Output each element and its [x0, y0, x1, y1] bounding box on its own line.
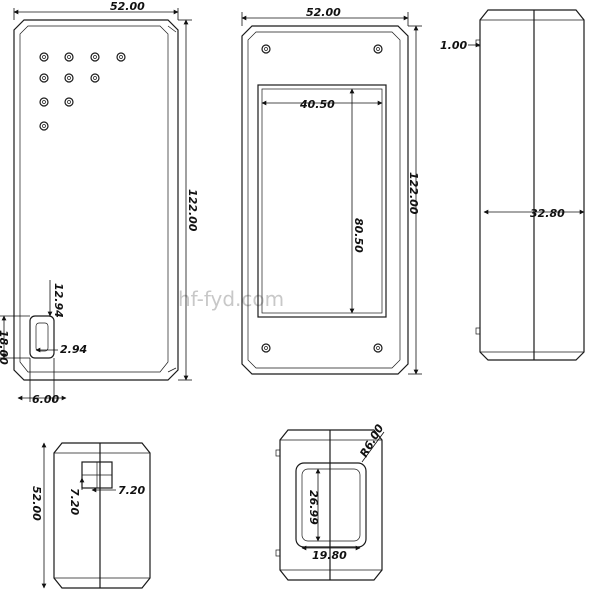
front-slot-width-dim: 6.00 [32, 393, 59, 406]
front-outer-outline [13, 19, 179, 381]
bottom-slot-height-dim: 7.20 [68, 488, 81, 515]
top-opening-width-dim: 19.80 [312, 549, 347, 562]
front-width-dim: 52.00 [110, 0, 145, 13]
bottom-slot-width-dim: 7.20 [118, 484, 145, 497]
back-outer-outline [241, 25, 409, 375]
bottom-outer-outline [53, 442, 151, 589]
back-height-dim: 122.00 [407, 172, 420, 215]
front-slot-height-dim: 18.00 [0, 330, 10, 365]
top-outer-outline [279, 429, 383, 581]
window-width-dim: 40.50 [299, 98, 335, 111]
side-depth-dim: 32.80 [530, 207, 565, 220]
window-height-dim: 80.50 [352, 218, 365, 253]
bottom-view: 52.00 7.20 7.20 [30, 442, 151, 589]
side-view: 1.00 32.80 [440, 9, 585, 361]
side-thickness-dim: 1.00 [440, 39, 467, 52]
button-holes [39, 52, 126, 131]
front-slot-inset-dim: 2.94 [60, 343, 87, 356]
side-outer-outline [479, 9, 585, 361]
bottom-width-dim: 52.00 [30, 486, 43, 521]
back-window [257, 84, 387, 318]
back-width-dim: 52.00 [306, 6, 341, 19]
top-opening-height-dim: 26.99 [307, 490, 320, 525]
top-opening [295, 462, 367, 548]
watermark: hf-fyd.com [178, 287, 284, 311]
front-slot-offset-dim: 12.94 [52, 283, 65, 318]
front-height-dim: 122.00 [186, 189, 199, 232]
back-view: 52.00 122.00 40.50 80.50 [241, 6, 422, 375]
front-slot [29, 315, 55, 359]
front-inner-outline [19, 25, 169, 373]
top-view: R6.00 26.99 19.80 [275, 422, 387, 581]
front-view: 52.00 122.00 12.94 18.00 2.94 6.00 [0, 0, 199, 406]
